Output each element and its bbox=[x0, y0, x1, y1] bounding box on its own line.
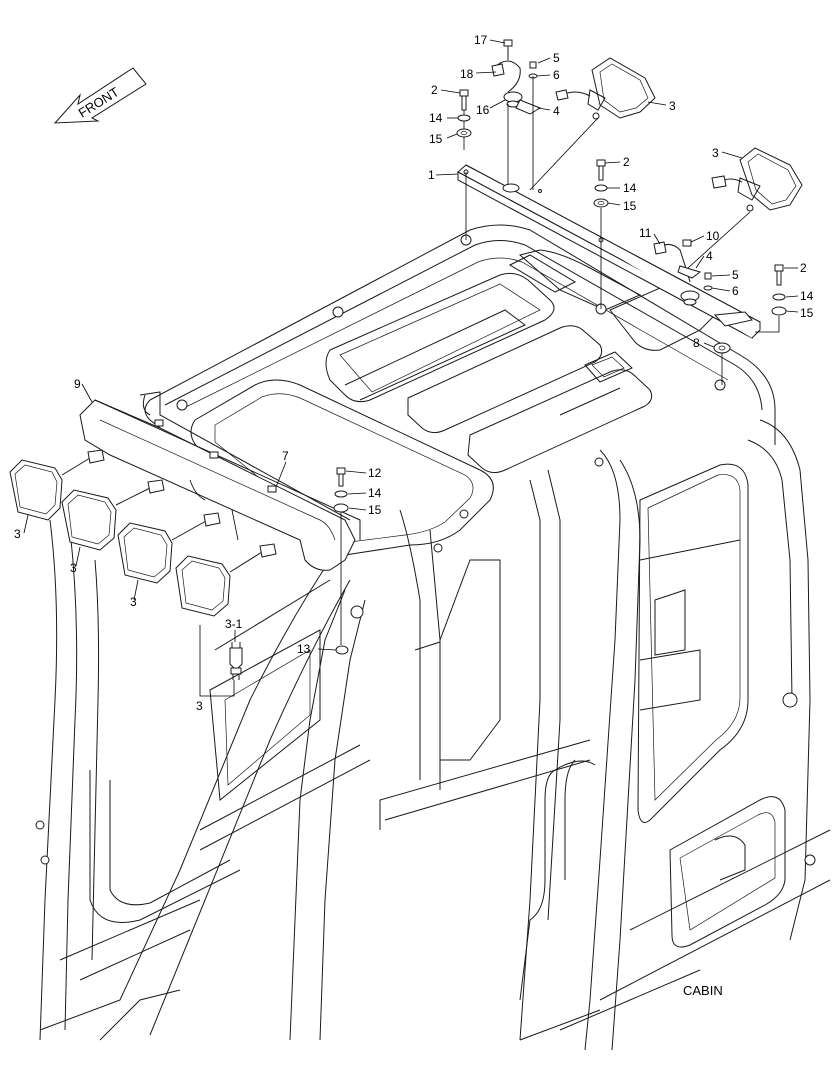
callout-14-front: 14 bbox=[368, 486, 382, 500]
front-lamp-3 bbox=[117, 512, 221, 584]
callout-1: 1 bbox=[428, 168, 435, 182]
callout-12: 12 bbox=[368, 466, 382, 480]
callout-14-middle: 14 bbox=[623, 181, 637, 195]
callout-14-right: 14 bbox=[800, 289, 814, 303]
callout-3-1: 3-1 bbox=[225, 617, 243, 631]
bolt-set-middle bbox=[593, 159, 609, 240]
callout-labels: 17 18 16 5 6 4 3 2 14 15 1 2 14 15 3 11 … bbox=[14, 33, 814, 713]
lamp-bracket-1 bbox=[457, 110, 761, 339]
callout-7: 7 bbox=[282, 449, 289, 463]
callout-2-left: 2 bbox=[431, 83, 438, 97]
callout-2-right: 2 bbox=[800, 261, 807, 275]
callout-4-right: 4 bbox=[706, 249, 713, 263]
front-label: FRONT bbox=[76, 84, 122, 120]
callout-3-lamp-1: 3 bbox=[14, 527, 21, 541]
switch-assembly-right bbox=[653, 239, 753, 385]
callout-3-right-lamp: 3 bbox=[712, 146, 719, 160]
callout-18: 18 bbox=[460, 67, 474, 81]
work-lamp-upper bbox=[555, 57, 656, 120]
callout-3-lamp-2: 3 bbox=[70, 561, 77, 575]
callout-13: 13 bbox=[297, 642, 311, 656]
callout-6-right: 6 bbox=[732, 284, 739, 298]
callout-15-left: 15 bbox=[429, 132, 443, 146]
cabin-body bbox=[35, 224, 831, 1051]
callout-8: 8 bbox=[693, 336, 700, 350]
callout-3-upper-lamp: 3 bbox=[669, 99, 676, 113]
callout-3-lamp-3: 3 bbox=[130, 595, 137, 609]
callout-15-right: 15 bbox=[800, 306, 814, 320]
callout-15-middle: 15 bbox=[623, 199, 637, 213]
halogen-bulb-3-1 bbox=[229, 642, 243, 680]
front-direction-arrow: FRONT bbox=[53, 67, 147, 124]
callout-9: 9 bbox=[74, 377, 81, 391]
callout-6-upper: 6 bbox=[553, 68, 560, 82]
switch-assembly-upper bbox=[491, 39, 542, 190]
bolt-set-front bbox=[333, 467, 349, 655]
callout-5-upper: 5 bbox=[553, 51, 560, 65]
callout-15-front: 15 bbox=[368, 503, 382, 517]
work-lamp-upper-right bbox=[711, 147, 803, 212]
callout-10: 10 bbox=[706, 229, 720, 243]
callout-3-bulb-group: 3 bbox=[196, 699, 203, 713]
callout-11: 11 bbox=[639, 226, 652, 240]
callout-16: 16 bbox=[476, 103, 490, 117]
front-lamp-bracket-9 bbox=[79, 391, 361, 571]
callout-2-middle: 2 bbox=[623, 155, 630, 169]
callout-14-left: 14 bbox=[429, 111, 443, 125]
bolt-set-right bbox=[755, 264, 787, 333]
callout-5-right: 5 bbox=[732, 268, 739, 282]
front-lamp-1 bbox=[9, 449, 105, 521]
callout-17: 17 bbox=[474, 33, 488, 47]
callout-4-upper: 4 bbox=[553, 104, 560, 118]
front-lamp-2 bbox=[61, 479, 165, 551]
section-label: CABIN bbox=[683, 983, 723, 998]
front-lamp-4 bbox=[175, 543, 277, 617]
